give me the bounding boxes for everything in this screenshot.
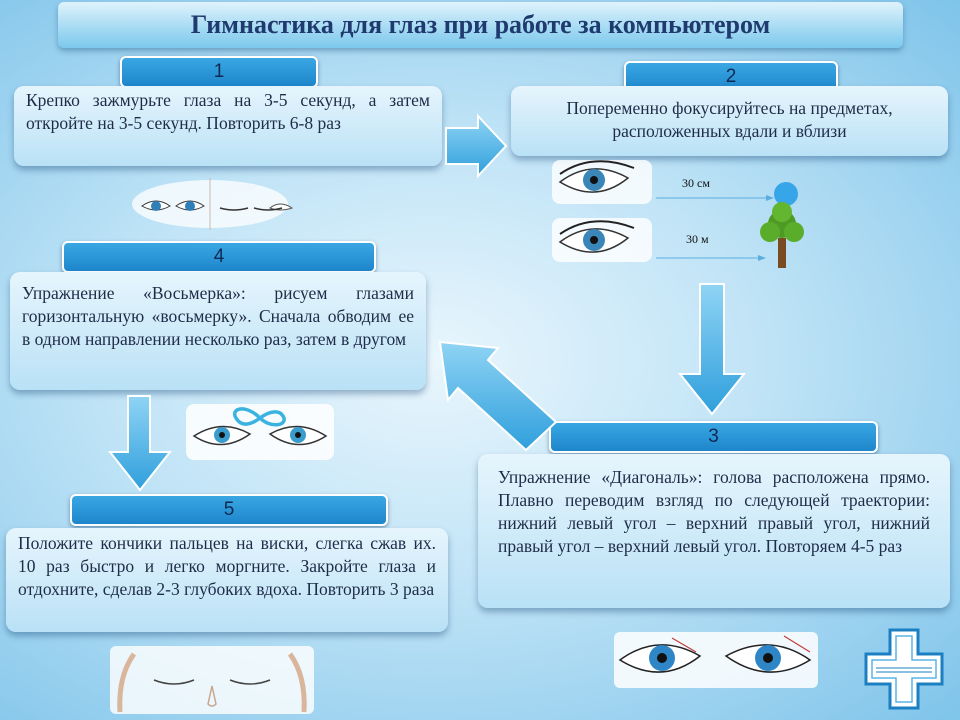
- step-3-diagonal-illustration: [614, 632, 818, 688]
- step-1-text: Крепко зажмурьте глаза на 3-5 секунд, а …: [14, 86, 442, 166]
- figure-eight-icon: [233, 407, 286, 427]
- distance-label-near: 30 см: [682, 176, 710, 190]
- step-5-number: 5: [70, 494, 388, 526]
- step-4-number: 4: [62, 241, 376, 273]
- step-2-text: Попеременно фокусируйтесь на предметах, …: [511, 86, 948, 156]
- arrow-step4-to-step5: [107, 395, 173, 492]
- arrow-step2-to-step3: [677, 283, 747, 416]
- tree-icon: [760, 202, 804, 268]
- step-4-text: Упражнение «Восьмерка»: рисуем глазами г…: [10, 272, 426, 390]
- step-3-number: 3: [549, 421, 878, 453]
- arrow-step3-to-step4: [438, 340, 558, 452]
- distance-label-far: 30 м: [686, 232, 709, 246]
- step-5-text: Положите кончики пальцев на виски, слегк…: [6, 528, 448, 632]
- near-object-icon: [774, 182, 798, 206]
- step-2-focus-illustration: [552, 160, 804, 268]
- step-5-temples-illustration: [110, 646, 314, 714]
- arrow-step1-to-step2: [445, 113, 508, 179]
- health-center-logo: [864, 628, 944, 710]
- page-title: Гимнастика для глаз при работе за компью…: [190, 10, 771, 39]
- step-1-eyes-illustration: [132, 178, 294, 230]
- title-banner: Гимнастика для глаз при работе за компью…: [58, 2, 903, 48]
- step-4-figure-eight-illustration: [186, 404, 334, 460]
- step-3-text: Упражнение «Диагональ»: голова расположе…: [478, 454, 950, 608]
